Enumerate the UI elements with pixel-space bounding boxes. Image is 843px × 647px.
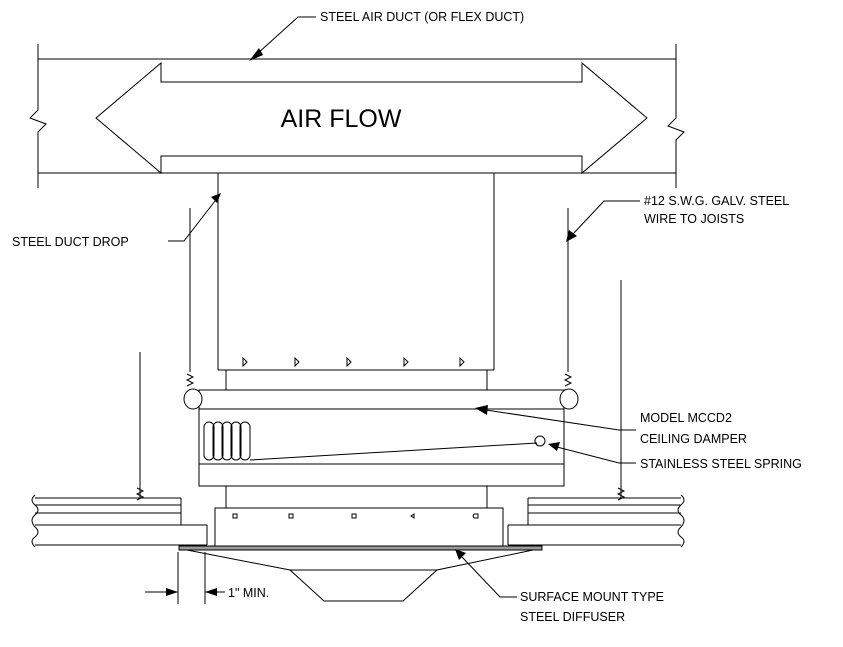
ceiling-right <box>507 494 685 548</box>
ceiling-damper <box>183 388 579 487</box>
duct-break-left <box>29 44 47 188</box>
duct-screw-icon <box>459 356 465 368</box>
steel-duct-drop <box>217 173 495 390</box>
collar-screw-icon <box>288 513 294 519</box>
air-flow-label: AIR FLOW <box>281 105 402 133</box>
air-flow-double-arrow <box>95 61 648 175</box>
damper-bead-left <box>183 388 203 410</box>
duct-screw-icon <box>403 356 409 368</box>
surface-mount-diffuser <box>178 486 543 602</box>
collar-screw-icon <box>410 513 415 519</box>
duct-label: STEEL AIR DUCT (OR FLEX DUCT) <box>320 10 524 24</box>
steel-air-duct <box>29 44 685 188</box>
callout-leaders <box>168 16 640 598</box>
damper-label-line2: CEILING DAMPER <box>640 432 747 446</box>
wire-label-line1: #12 S.W.G. GALV. STEEL <box>644 194 789 208</box>
min-clearance-label: 1" MIN. <box>228 586 269 600</box>
diffuser-label-line2: STEEL DIFFUSER <box>520 610 625 624</box>
collar-screw-icon <box>472 513 479 519</box>
duct-screw-icon <box>346 356 352 368</box>
duct-break-right <box>667 44 685 188</box>
min-clearance-dimension <box>145 552 225 604</box>
hanger-wires <box>135 208 626 501</box>
ceiling-left <box>31 494 208 548</box>
diffuser-label-line1: SURFACE MOUNT TYPE <box>520 590 664 604</box>
collar-screw-icon <box>232 513 238 519</box>
collar-screw-icon <box>351 513 357 519</box>
duct-screw-icon <box>242 356 248 368</box>
wire-label-line2: WIRE TO JOISTS <box>644 212 744 226</box>
damper-bead-right <box>559 388 579 410</box>
spring-label: STAINLESS STEEL SPRING <box>640 457 802 471</box>
damper-label-line1: MODEL MCCD2 <box>640 411 732 425</box>
duct-screw-icon <box>294 356 300 368</box>
duct-drop-label: STEEL DUCT DROP <box>12 235 129 249</box>
stainless-steel-spring-icon <box>203 421 546 461</box>
